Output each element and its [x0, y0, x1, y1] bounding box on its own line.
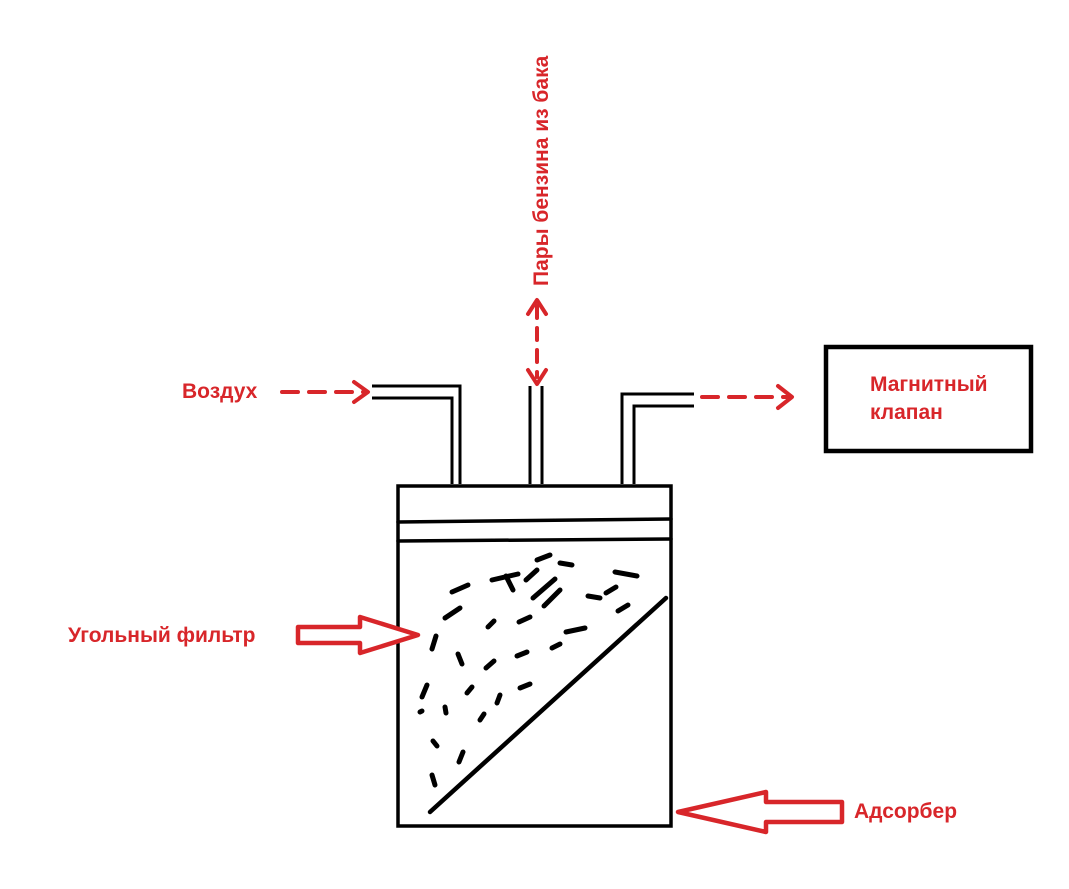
filter-partition-line	[427, 595, 669, 815]
canister-lid-line-2	[396, 537, 673, 543]
solenoid-valve-label-line1: Магнитный	[870, 373, 988, 396]
pointer-arrows	[295, 614, 845, 835]
air-flow-arrow	[280, 380, 370, 404]
vapor-flow-arrow	[526, 298, 548, 386]
air-inlet-pipe	[372, 384, 462, 484]
valve-outlet-pipe	[620, 392, 694, 484]
adsorber-canister	[396, 484, 673, 828]
flow-arrows	[280, 298, 794, 410]
carbon-filter-pointer	[295, 614, 421, 656]
air-label: Воздух	[182, 380, 258, 403]
solenoid-valve-box	[823, 344, 1034, 454]
pipes	[372, 384, 694, 484]
adsorber-label: Адсорбер	[854, 800, 957, 823]
carbon-granules	[417, 552, 640, 788]
canister-lid-line-1	[396, 517, 673, 524]
adsorber-pointer	[675, 789, 845, 835]
canister-body	[396, 484, 673, 828]
valve-flow-arrow	[700, 384, 794, 410]
fuel-vapor-pipe	[528, 386, 544, 484]
solenoid-valve-label-line2: клапан	[870, 401, 943, 424]
fuel-vapors-label: Пары бензина из бака	[530, 55, 553, 286]
carbon-filter-label: Угольный фильтр	[68, 624, 255, 647]
